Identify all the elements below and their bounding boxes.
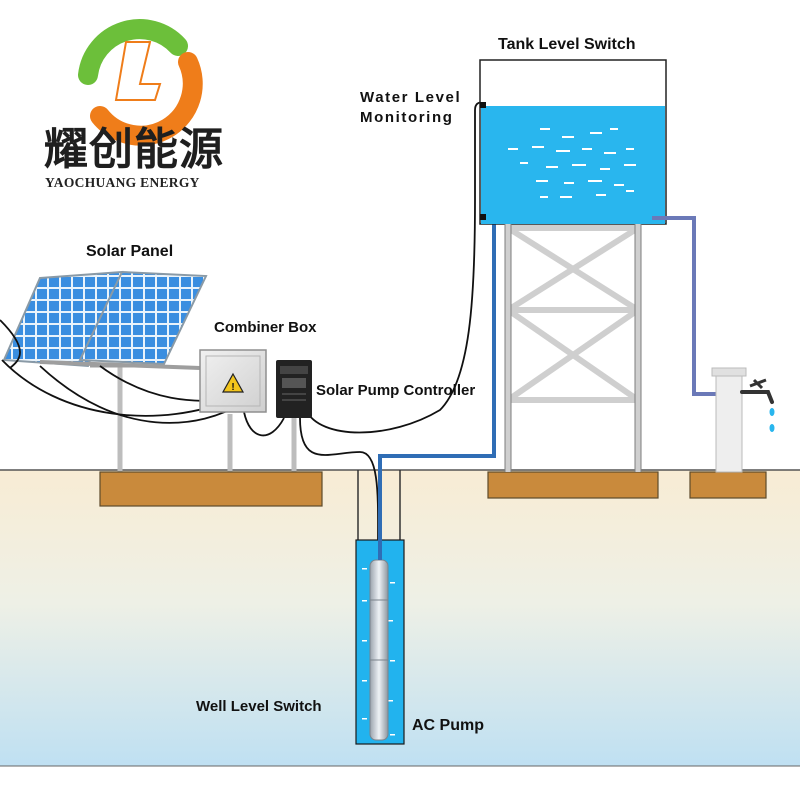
solar-panel-label: Solar Panel [86,243,174,260]
combiner-box-label: Combiner Box [214,319,317,336]
solar-pump-controller-label: Solar Pump Controller [316,382,476,399]
foundations [99,471,767,507]
water-tank [479,59,667,225]
tank-tower [505,224,641,472]
tank-tower-outline [504,224,642,472]
hydrant-post [711,367,747,473]
water-drop-icon [769,408,775,432]
well-level-switch-label: Well Level Switch [196,698,322,715]
water-level-monitoring-label-line1: Water Level [360,89,462,106]
logo-l-icon [78,19,203,146]
svg-text:!: ! [231,382,234,393]
ac-pump [369,559,389,741]
tank-level-switch-label: Tank Level Switch [498,36,636,53]
tap-icon [740,378,774,404]
warning-icon: ! [221,372,245,393]
solar-panel-array [2,270,208,472]
water-level-monitoring-label-line2: Monitoring [360,109,454,126]
solar-pump-controller-unit [276,360,312,418]
brand-chinese-name: 耀创能源 [44,124,224,175]
level-sensor-probes [480,102,486,220]
equipment-poles [227,414,297,472]
brand-english-name: YAOCHUANG ENERGY [45,175,200,190]
ac-pump-label: AC Pump [412,717,484,734]
